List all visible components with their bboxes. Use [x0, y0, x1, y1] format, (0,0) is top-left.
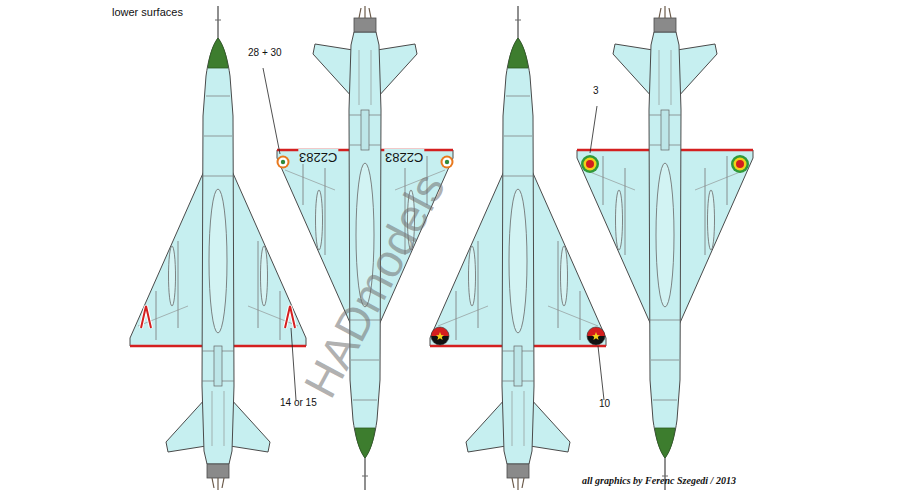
- chevron-marking: [285, 306, 295, 328]
- roundel: [731, 155, 749, 173]
- roundel: [581, 155, 599, 173]
- aircraft-view: [577, 6, 753, 490]
- chevron-marking: [141, 306, 151, 328]
- callout-number: 28 + 30: [248, 47, 282, 59]
- roundel: [277, 156, 290, 169]
- roundel: [587, 327, 605, 345]
- callout-number: 10: [599, 398, 610, 410]
- leader-line: [598, 346, 604, 400]
- serial-marking: C2283: [384, 149, 424, 164]
- callout-number: 3: [593, 85, 599, 97]
- roundel: [441, 156, 454, 169]
- callout-number: 14 or 15: [280, 397, 317, 409]
- leader-line: [263, 68, 280, 154]
- serial-marking: C2283: [298, 149, 338, 164]
- signature: all graphics by Ferenc Szegedi / 2013: [582, 475, 736, 487]
- roundel: [431, 327, 449, 345]
- aircraft-view: [130, 6, 306, 490]
- aircraft-view: [430, 6, 606, 490]
- leader-line: [590, 106, 597, 153]
- chevron-marking: [141, 306, 151, 328]
- chevron-marking: [285, 306, 295, 328]
- leader-line: [291, 328, 296, 400]
- view-heading: lower surfaces: [112, 6, 183, 19]
